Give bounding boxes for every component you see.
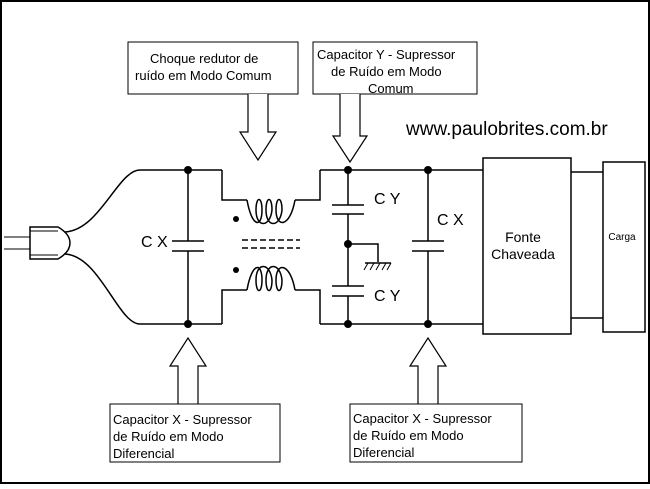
callout-arrow-up — [168, 336, 208, 404]
callout-cap-x-left-line2: de Ruído em Modo — [113, 429, 224, 444]
callout-arrow-down — [238, 94, 278, 162]
callout-arrow-down — [331, 94, 369, 164]
callout-choke: Choque redutor de ruído em Modo Comum — [127, 41, 299, 162]
website-text: www.paulobrites.com.br — [405, 119, 608, 140]
callout-cap-x-left-line3: Diferencial — [113, 446, 175, 461]
callout-cap-x-right: Capacitor X - Supressor de Ruído em Modo… — [349, 336, 523, 463]
cx-left-label: C X — [141, 234, 168, 251]
callout-cap-y-line3: Comum — [368, 81, 414, 96]
common-mode-choke — [221, 170, 321, 324]
cx-right-label: C X — [437, 212, 464, 229]
cx-left-capacitor — [172, 170, 204, 324]
callout-cap-y-line1: Capacitor Y - Supressor — [317, 47, 456, 62]
callout-cap-x-right-line2: de Ruído em Modo — [353, 428, 464, 443]
callout-cap-y: Capacitor Y - Supressor de Ruído em Modo… — [312, 41, 478, 164]
cy-bottom-label: C Y — [374, 288, 401, 305]
power-supply-box — [482, 157, 572, 335]
cy-top-label: C Y — [374, 191, 401, 208]
callout-cap-x-right-line1: Capacitor X - Supressor — [353, 411, 492, 426]
power-supply-label-1: Fonte — [505, 229, 541, 245]
cy-capacitors — [332, 170, 392, 324]
power-supply-label-2: Chaveada — [491, 246, 555, 262]
power-plug — [4, 169, 141, 325]
callout-cap-x-right-line3: Diferencial — [353, 445, 415, 460]
load-box — [602, 161, 646, 333]
callout-choke-line1: Choque redutor de — [150, 51, 258, 66]
callout-cap-x-left-line1: Capacitor X - Supressor — [113, 412, 252, 427]
callout-arrow-up — [408, 336, 448, 404]
callout-choke-line2: ruído em Modo Comum — [135, 68, 272, 83]
callout-cap-x-left: Capacitor X - Supressor de Ruído em Modo… — [109, 336, 281, 463]
load-label: Carga — [608, 232, 636, 243]
cx-right-capacitor — [412, 170, 444, 324]
callout-cap-y-line2: de Ruído em Modo — [331, 64, 442, 79]
